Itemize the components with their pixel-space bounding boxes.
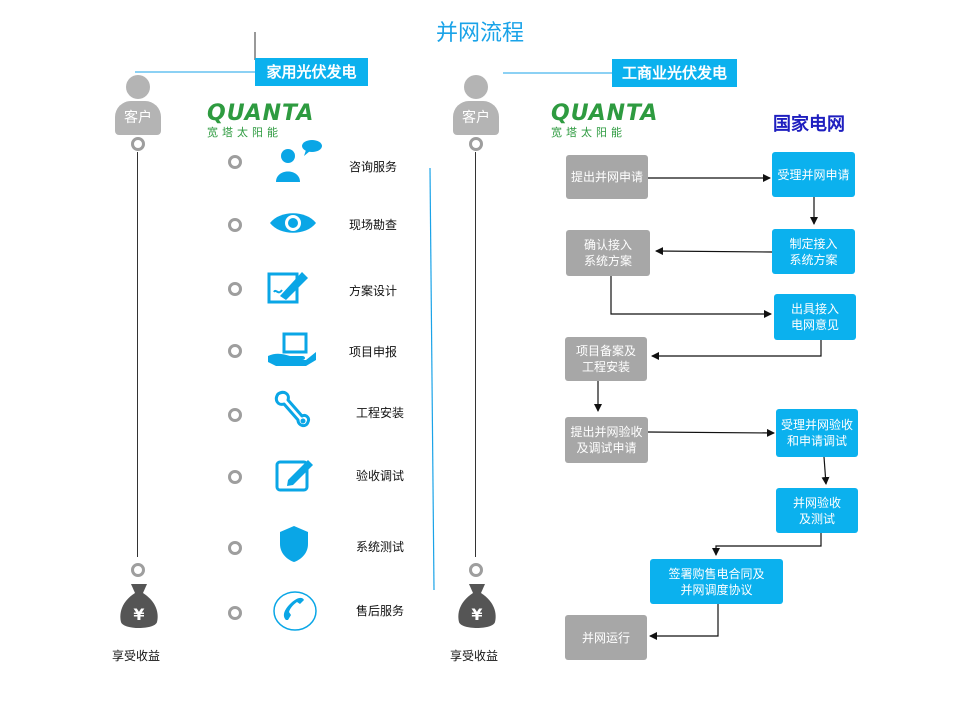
step-ring — [228, 155, 242, 169]
ring-marker — [469, 137, 483, 151]
shield-icon — [280, 526, 308, 562]
step-label-install: 工程安装 — [356, 406, 405, 420]
ring-marker — [469, 563, 483, 577]
step-ring — [228, 408, 242, 422]
ring-marker — [131, 563, 145, 577]
step-label-consult: 咨询服务 — [349, 160, 398, 174]
customer-figure-left: 客户 — [115, 75, 161, 135]
customer-label-left: 客户 — [115, 101, 161, 135]
step-label-aftersales: 售后服务 — [356, 604, 405, 618]
benefit-label-left: 享受收益 — [112, 649, 161, 663]
consult-person-icon — [276, 140, 322, 182]
customer-label-right: 客户 — [453, 101, 499, 135]
brand-wordmark: QUANTA — [207, 101, 315, 126]
timeline-left — [137, 152, 138, 557]
step-ring — [228, 344, 242, 358]
brand-wordmark: QUANTA — [551, 101, 659, 126]
money-bag-icon: ¥ — [458, 584, 496, 628]
quanta-logo-left: QUANTA 宽塔太阳能 — [207, 101, 315, 140]
person-head-icon — [464, 75, 488, 99]
step-ring — [228, 606, 242, 620]
person-head-icon — [126, 75, 150, 99]
svg-text:¥: ¥ — [133, 605, 144, 624]
flow-node-accept-acceptance: 受理并网验收和申请调试 — [776, 409, 858, 457]
step-label-design: 方案设计 — [349, 284, 398, 298]
ring-marker — [131, 137, 145, 151]
grid-company-label: 国家电网 — [773, 114, 845, 135]
quanta-logo-right: QUANTA 宽塔太阳能 — [551, 101, 659, 140]
flow-node-acceptance-test: 并网验收及测试 — [776, 488, 858, 533]
step-ring — [228, 470, 242, 484]
step-ring — [228, 282, 242, 296]
hand-box-icon — [268, 332, 316, 366]
step-label-declare: 项目申报 — [349, 345, 398, 359]
section-residential: 家用光伏发电 — [255, 58, 368, 86]
section-commercial: 工商业光伏发电 — [612, 59, 737, 87]
brand-chinese: 宽塔太阳能 — [207, 126, 282, 139]
step-ring — [228, 218, 242, 232]
eye-icon — [270, 213, 316, 233]
step-label-test: 系统测试 — [356, 540, 405, 554]
design-pen-icon — [267, 272, 308, 304]
flow-node-grid-operation: 并网运行 — [565, 615, 647, 660]
flow-node-confirm-plan: 确认接入系统方案 — [566, 230, 650, 276]
flow-node-submit-acceptance: 提出并网验收及调试申请 — [565, 417, 648, 463]
flow-node-accept-application: 受理并网申请 — [772, 152, 855, 197]
benefit-label-right: 享受收益 — [450, 649, 499, 663]
step-ring — [228, 541, 242, 555]
step-label-acceptance: 验收调试 — [356, 469, 405, 483]
brand-chinese: 宽塔太阳能 — [551, 126, 626, 139]
timeline-right — [475, 152, 476, 557]
svg-text:¥: ¥ — [471, 605, 482, 624]
flow-node-grid-opinion: 出具接入电网意见 — [774, 294, 856, 340]
flow-node-filing-install: 项目备案及工程安装 — [565, 337, 647, 381]
flow-node-formulate-plan: 制定接入系统方案 — [772, 229, 855, 274]
step-label-survey: 现场勘查 — [349, 218, 398, 232]
wrench-icon — [274, 390, 310, 428]
flow-node-sign-contract: 签署购售电合同及并网调度协议 — [650, 559, 783, 604]
money-bag-icon: ¥ — [120, 584, 158, 628]
customer-figure-right: 客户 — [453, 75, 499, 135]
page-title: 并网流程 — [435, 21, 524, 46]
edit-icon — [275, 460, 313, 492]
flow-node-submit-application: 提出并网申请 — [566, 155, 648, 199]
phone-icon — [273, 591, 317, 631]
